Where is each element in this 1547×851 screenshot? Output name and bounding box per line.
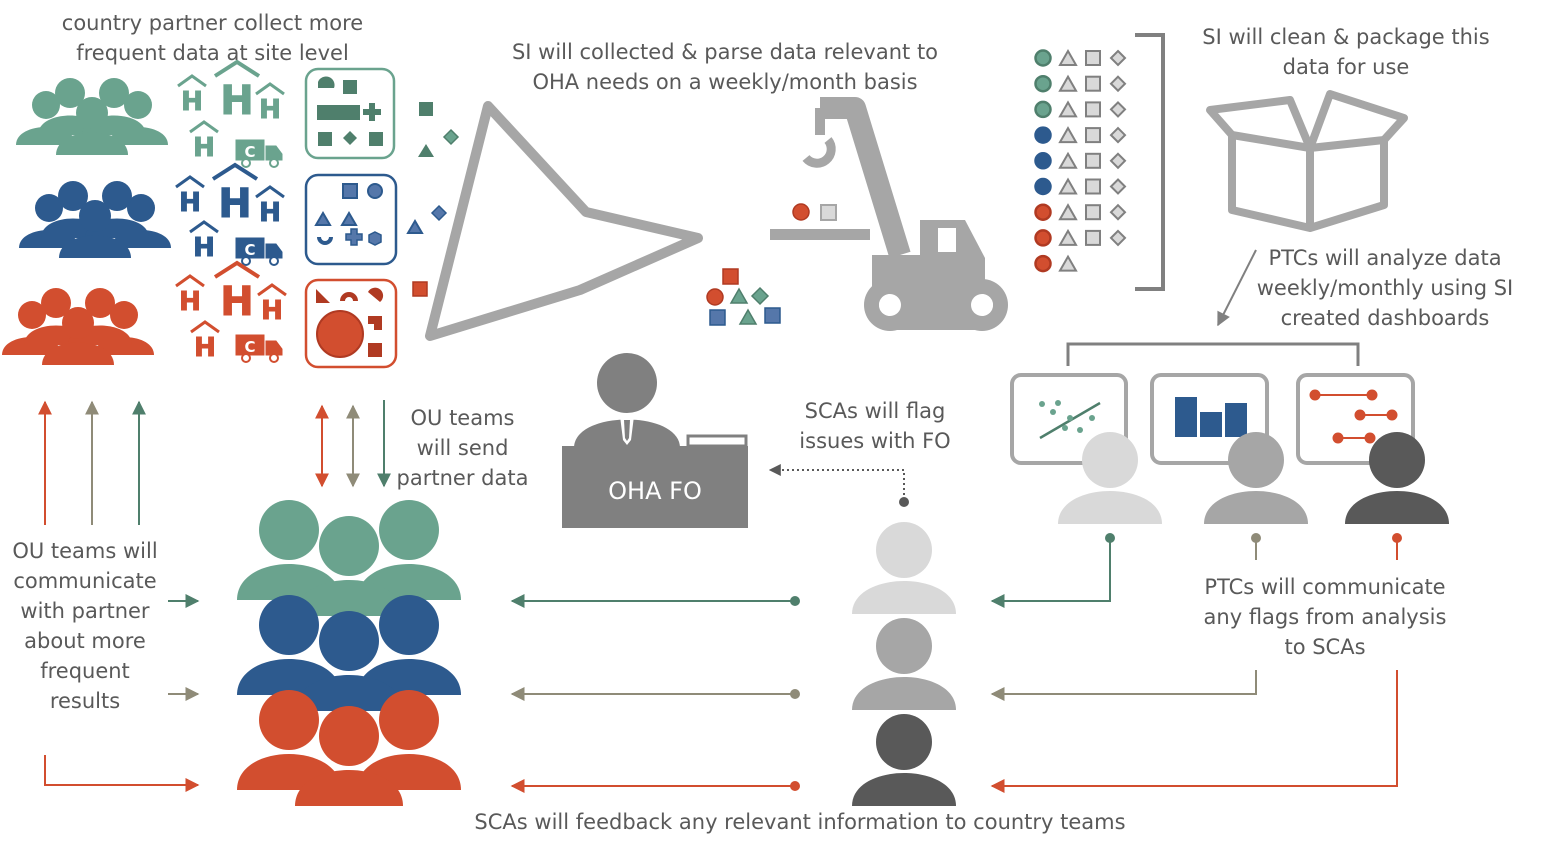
data-square <box>1085 127 1101 144</box>
label-ptc-communicate: PTCs will communicate any flags from ana… <box>1203 575 1447 659</box>
data-shapes-icon <box>304 67 396 160</box>
data-dot <box>1034 74 1052 93</box>
data-dot <box>1034 177 1052 196</box>
data-dot <box>1034 254 1052 273</box>
truck-icon <box>235 237 283 266</box>
crane-icon <box>770 97 1008 331</box>
data-square <box>1085 75 1101 92</box>
data-triangle <box>1058 126 1078 144</box>
data-triangle <box>1058 228 1078 246</box>
data-shapes-icon <box>1034 48 1127 273</box>
data-diamond <box>1109 229 1127 247</box>
label-ou-send: OU teams will send partner data <box>396 406 529 490</box>
label-collect: country partner collect more frequent da… <box>61 11 364 65</box>
data-square <box>1085 101 1101 118</box>
data-dot <box>1034 100 1052 119</box>
people-group-icon <box>237 500 461 616</box>
bracket-icon <box>1135 33 1165 291</box>
data-dot <box>1034 152 1052 170</box>
person-icon <box>852 522 956 614</box>
data-diamond <box>1109 100 1127 118</box>
data-diamond <box>1109 126 1127 144</box>
person-icon <box>852 714 956 806</box>
label-si-parse: SI will collected & parse data relevant … <box>511 40 939 94</box>
data-triangle <box>1058 100 1078 118</box>
label-si-clean: SI will clean & package this data for us… <box>1202 25 1490 79</box>
data-shapes-icon <box>304 278 398 369</box>
data-diamond <box>1109 178 1127 195</box>
data-diamond <box>1109 152 1127 170</box>
data-dot <box>1034 203 1052 221</box>
data-square <box>1085 229 1101 246</box>
people-group-icon <box>19 181 171 258</box>
data-triangle <box>1058 254 1078 272</box>
truck-icon <box>235 334 283 363</box>
data-square <box>1085 152 1101 169</box>
person-icon <box>852 618 956 710</box>
data-dot <box>1034 229 1052 247</box>
label-ou-communicate: OU teams will communicate with partner a… <box>12 539 158 713</box>
fo-box-label: OHA FO <box>608 477 702 505</box>
data-square <box>1085 204 1101 221</box>
people-group-icon <box>2 288 154 365</box>
box-icon <box>1206 90 1408 232</box>
funnel-icon <box>425 101 703 341</box>
data-dot <box>1034 126 1052 144</box>
data-triangle <box>1058 203 1078 221</box>
data-square <box>1085 50 1101 66</box>
desk-icon <box>562 353 748 528</box>
data-shapes-icon <box>706 268 781 326</box>
label-sca-feedback: SCAs will feedback any relevant informat… <box>474 810 1126 834</box>
data-diamond <box>1109 203 1127 221</box>
data-shapes-icon <box>406 102 460 297</box>
data-triangle <box>1058 48 1078 66</box>
data-square <box>1085 178 1101 195</box>
people-group-icon <box>237 595 461 711</box>
label-sca-flag: SCAs will flag issues with FO <box>799 399 951 453</box>
truck-icon <box>235 139 283 168</box>
people-group-icon <box>237 690 461 806</box>
label-ptc-analyze: PTCs will analyze data weekly/monthly us… <box>1256 246 1514 330</box>
data-triangle <box>1058 177 1078 195</box>
data-triangle <box>1058 151 1078 169</box>
data-shapes-icon <box>304 173 398 266</box>
data-dot <box>1034 49 1052 67</box>
data-diamond <box>1109 75 1127 93</box>
people-group-icon <box>16 78 168 155</box>
data-diamond <box>1109 49 1127 67</box>
data-triangle <box>1058 74 1078 92</box>
